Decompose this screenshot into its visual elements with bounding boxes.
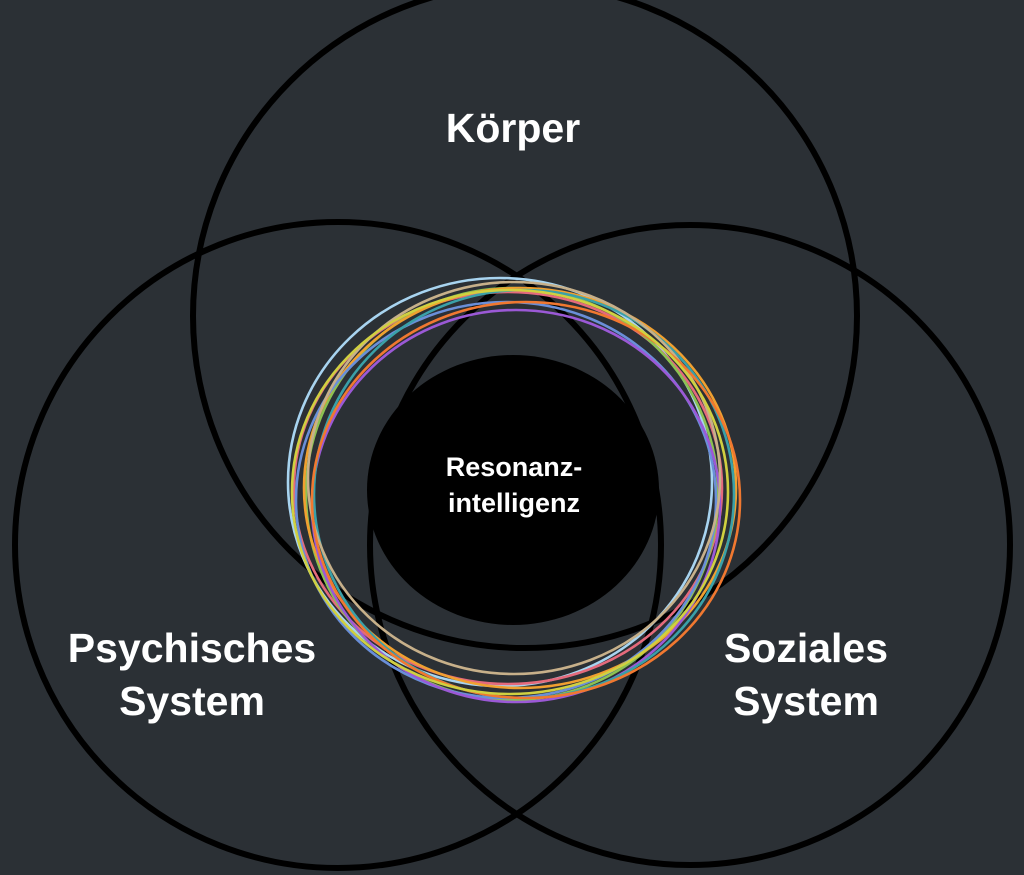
label-resonanz-line1: Resonanz- — [446, 452, 583, 482]
resonance-ring — [292, 290, 724, 686]
label-psychisches-line1: Psychisches — [68, 625, 316, 671]
resonance-ring — [290, 288, 730, 696]
resonance-ring — [310, 300, 742, 700]
resonance-ring — [306, 280, 722, 676]
label-soziales-line1: Soziales — [724, 625, 888, 671]
label-psychisches-line2: System — [119, 678, 265, 724]
label-soziales-line2: System — [733, 678, 879, 724]
center-disc — [367, 355, 659, 625]
label-resonanz-line2: intelligenz — [448, 488, 580, 518]
set-circle-koerper — [190, 0, 860, 651]
set-circle-soziales-system — [367, 222, 1013, 868]
label-koerper: Körper — [446, 105, 580, 151]
resonance-rings — [286, 276, 742, 704]
resonance-ring — [302, 286, 738, 690]
set-circle-psychisches-system — [12, 219, 664, 871]
